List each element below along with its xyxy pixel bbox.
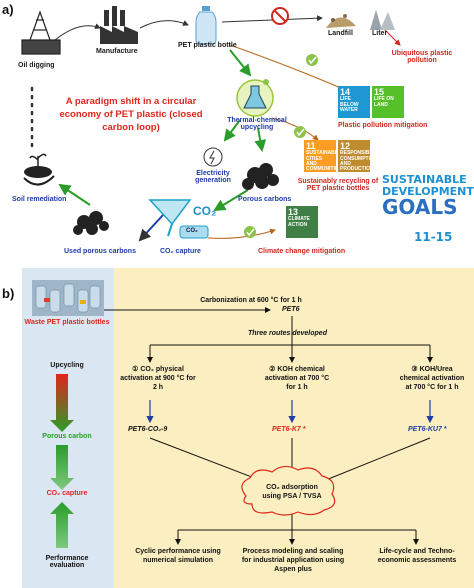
lightbulb-icon [203,147,223,167]
route-1: ① CO₂ physical activation at 900 °C for … [120,366,196,391]
soil-hand-icon [23,153,55,186]
manufacture-label: Manufacture [96,48,138,55]
sdg-11-text: SUSTAINABLE CITIES AND COMMUNITIES [306,150,342,173]
paradigm-text: A paradigm shift in a circular economy o… [59,96,203,133]
three-routes-label: Three routes developed [248,330,327,337]
sdg-range: 11-15 [414,230,453,244]
sdg-line3: GOALS [382,195,458,220]
sdg-logo: SUSTAINABLE DEVELOPMENT GOALS [382,174,474,218]
sdg-12-text: RESPONSIBLE CONSUMPTION AND PRODUCTION [340,150,378,173]
oil-digging-label: Oil digging [18,62,55,69]
sample-3: PET6-KU7 * [408,426,447,433]
climate-mitigation-label: Climate change mitigation [258,248,346,255]
main-panel-bg [114,268,474,588]
pet-bottle-label: PET plastic bottle [178,42,237,49]
sdg-13-text: CLIMATE ACTION [288,216,310,228]
ubiquitous-label: Ubiquitous plastic pollution [391,50,453,64]
co2-cone-icon [148,199,209,239]
porous-carbon-icon [242,163,279,190]
sdg-13-num: 13 [288,207,299,217]
sample-1: PET6-CO₂-9 [128,426,168,433]
sdg-15-text: LIFE ON LAND [374,96,394,108]
sdg-11-num: 11 [306,141,316,151]
pet6-label: PET6 [282,306,300,313]
sustainable-recycling-label: Sustainably recycling of PET plastic bot… [297,178,379,192]
thermal-label: Thermal-chemical upcycling [227,117,287,131]
sdg-tile-12: 12 RESPONSIBLE CONSUMPTION AND PRODUCTIO… [338,140,378,172]
soil-remediation-label: Soil remediation [12,196,67,203]
sdg-14-num: 14 [340,87,351,97]
route-2: ② KOH chemical activation at 700 °C for … [264,366,330,391]
porous-carbon-label: Porous carbon [42,433,92,440]
bottle-icon [195,6,217,45]
sdg-15-num: 15 [374,87,385,97]
cyclic-label: Cyclic performance using numerical simul… [135,548,221,564]
sample-2: PET6-K7 * [272,426,306,433]
sdg-tile-14: 14 LIFE BELOW WATER [338,86,370,118]
sdg-14-text: LIFE BELOW WATER [340,96,359,113]
adsorption-label: CO₂ adsorption using PSA / TVSA [262,484,322,500]
co2-small-label: CO₂ [186,228,198,234]
landfill-label: Landfill [328,30,353,37]
co2-capture-label: CO₂ capture [160,248,201,255]
route-3: ③ KOH/Urea chemical activation at 700 °C… [399,366,465,391]
oil-rig-icon [21,10,61,55]
sdg-tile-11: 11 SUSTAINABLE CITIES AND COMMUNITIES [304,140,342,172]
panel-b-label: b) [2,286,15,301]
panel-a-label: a) [2,2,14,17]
plastic-mitigation-label: Plastic pollution mitigation [338,122,428,129]
sdg-tile-15: 15 LIFE ON LAND [372,86,404,118]
electricity-label: Electricity generation [195,170,231,184]
landfill-icon [326,14,356,28]
co2-capture-side-label: CO₂ capture [46,490,88,497]
check-icons [244,54,318,238]
sdg-line2: DEVELOPMENT [382,184,474,198]
used-carbon-icon [73,211,109,235]
sdg-line1: SUSTAINABLE [382,173,467,186]
prohibited-icon [271,7,289,25]
sdg-tile-13: 13 CLIMATE ACTION [286,206,318,238]
liter-label: Liter [372,30,388,37]
used-porous-label: Used porous carbons [64,248,136,255]
litter-icon [370,10,395,30]
carbonization-label: Carbonization at 600 °C for 1 h [200,297,302,304]
panel-a-arrows [30,15,401,242]
process-label: Process modeling and scaling for industr… [241,548,345,573]
performance-label: Performance evaluation [45,555,89,569]
factory-icon [100,6,138,44]
co2-large-label: CO₂ [193,204,217,218]
flask-icon [236,79,274,117]
lifecycle-label: Life-cycle and Techno-economic assessmen… [377,548,457,564]
porous-carbons-label: Porous carbons [238,196,292,203]
upcycling-label: Upcycling [50,362,84,369]
waste-bottles-label: Waste PET plastic bottles [24,319,110,326]
sdg-12-num: 12 [340,141,351,151]
